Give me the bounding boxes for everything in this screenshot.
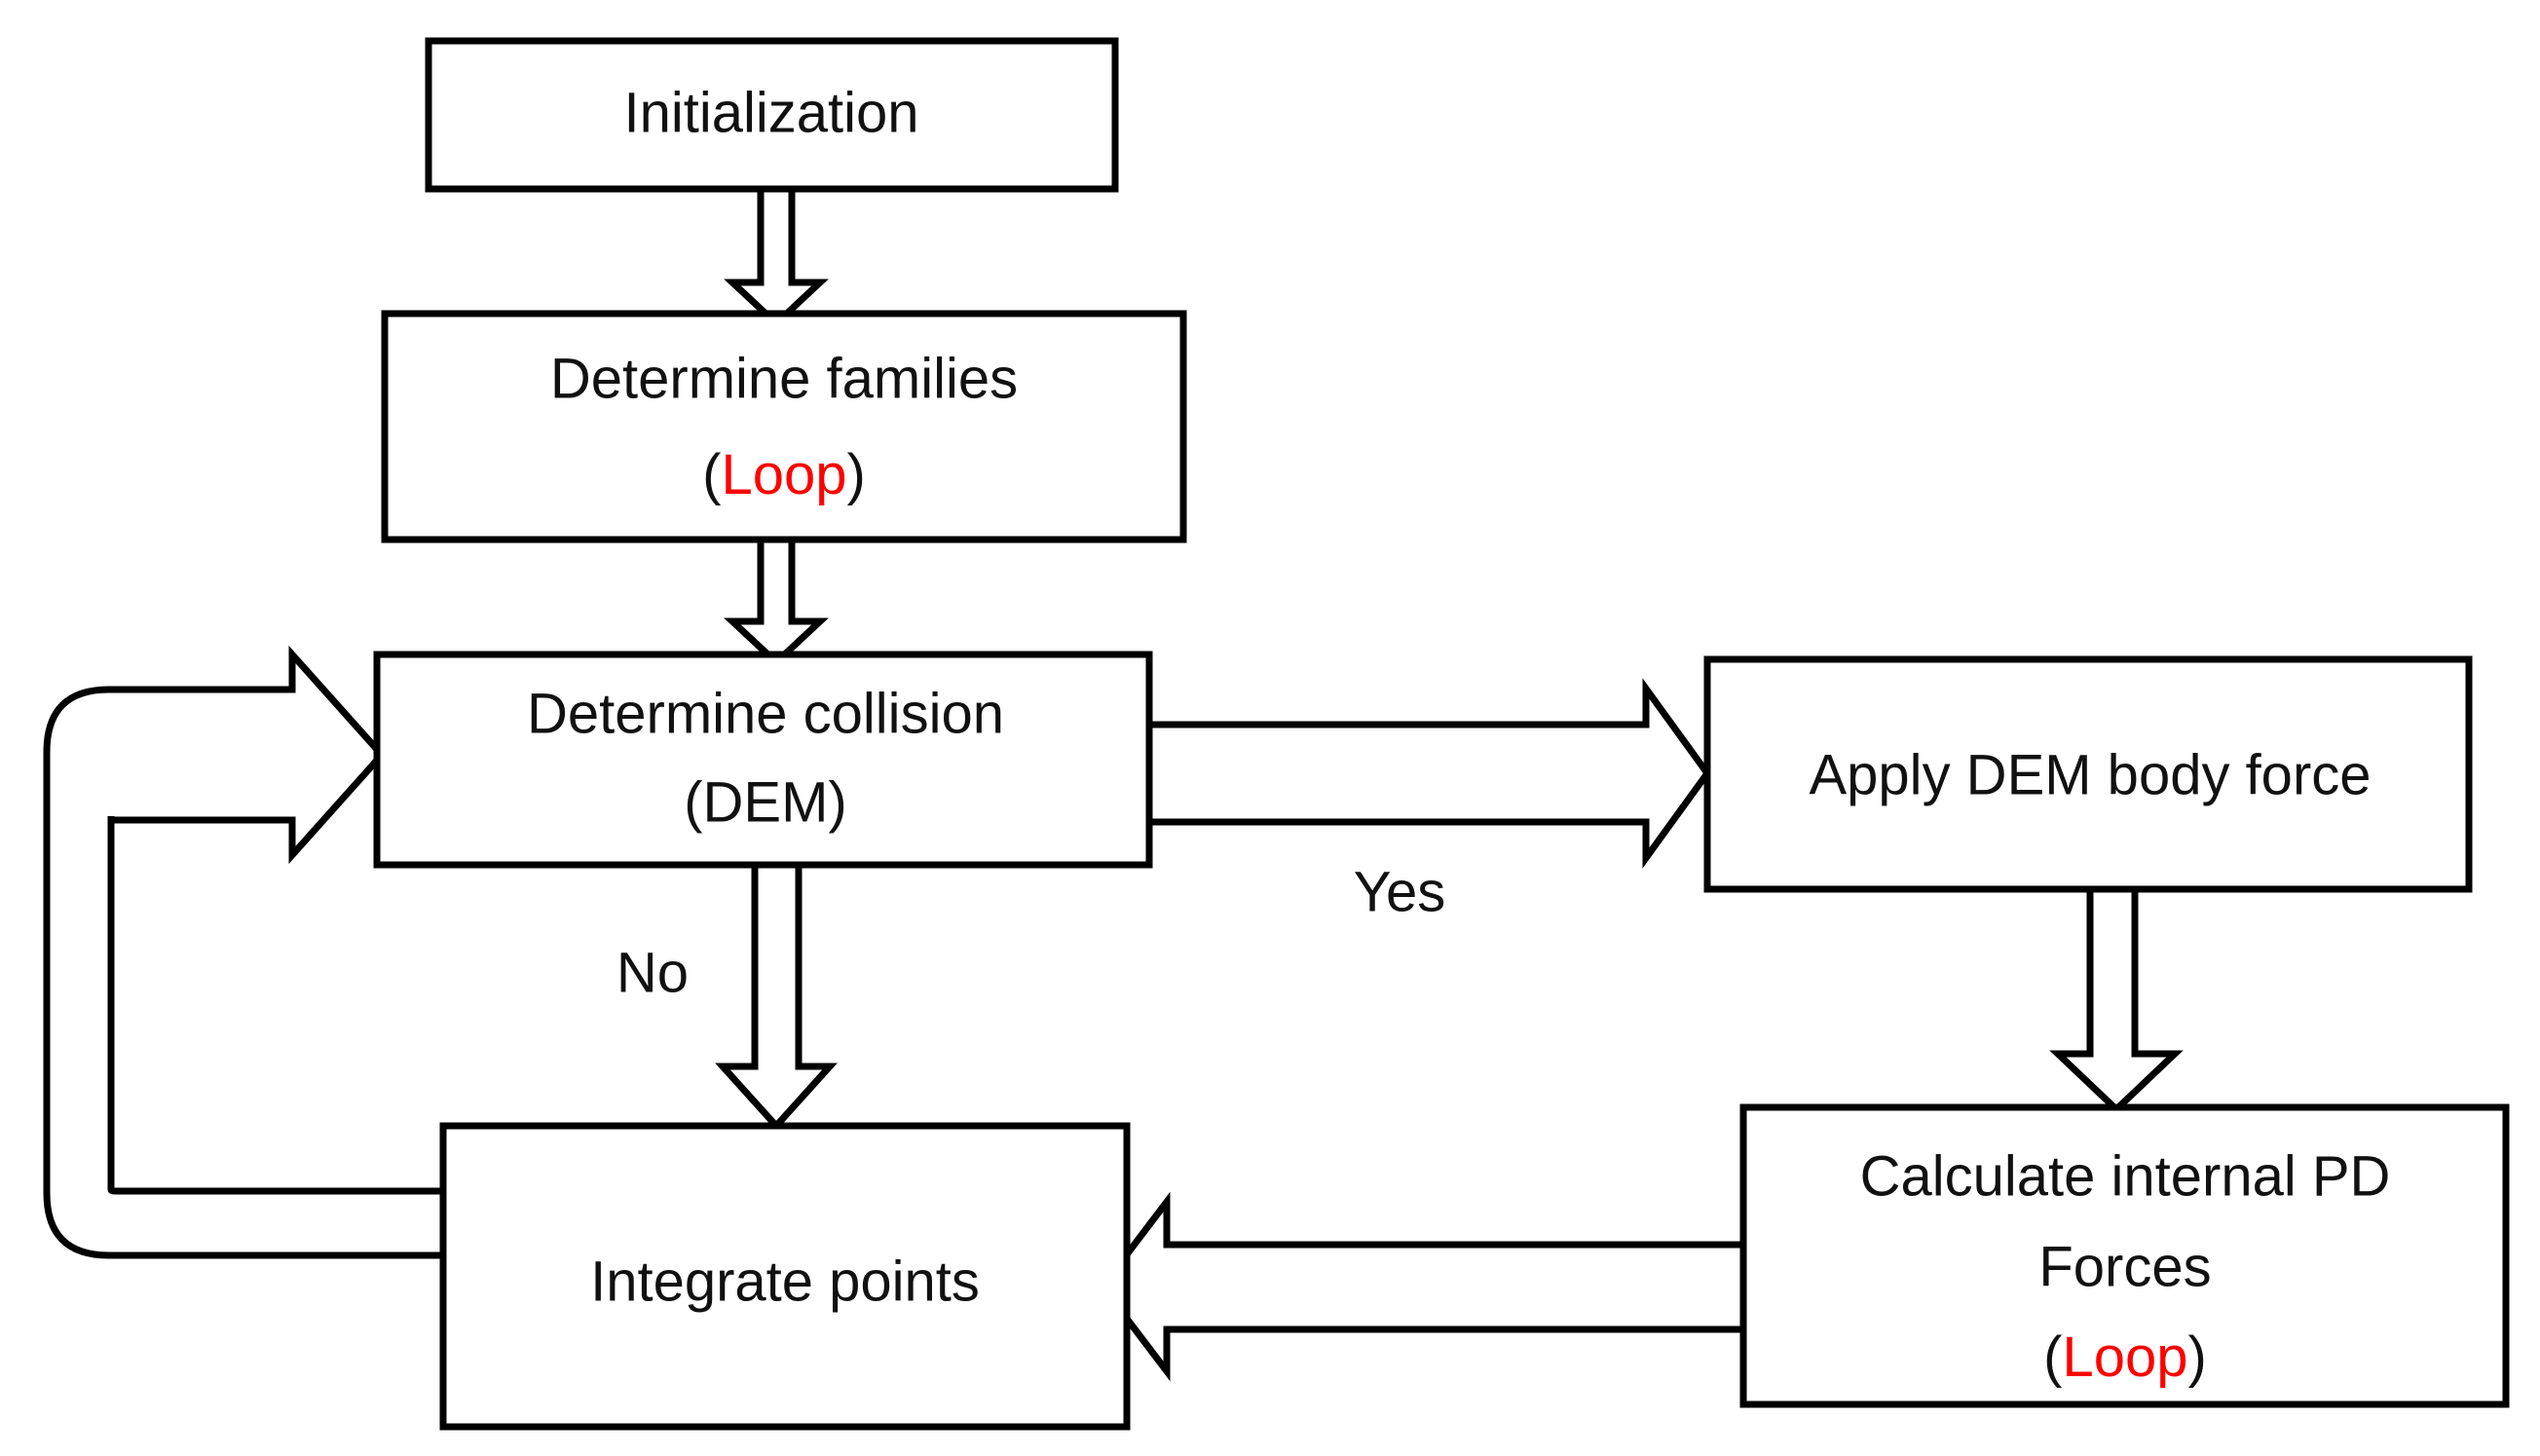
node-integrate-points[interactable]: Integrate points <box>439 1122 1131 1431</box>
loop-highlight-pd: Loop <box>2062 1325 2187 1389</box>
node-initialization-box[interactable] <box>425 37 1119 193</box>
paren-close-families: ) <box>847 443 866 506</box>
edge-init-to-families <box>724 181 829 328</box>
edge-pd-forces-to-integrate <box>1098 1191 1747 1382</box>
node-initialization[interactable]: Initialization <box>425 37 1119 193</box>
node-determine-collision[interactable]: Determine collision (DEM) <box>373 651 1153 869</box>
edge-label-no: No <box>616 941 689 1004</box>
node-calculate-internal-pd-forces-label-line2: Forces <box>2038 1235 2211 1298</box>
node-determine-families-label-line2: (Loop) <box>702 443 866 506</box>
node-integrate-points-box[interactable] <box>439 1122 1131 1431</box>
node-apply-dem-body-force-label: Apply DEM body force <box>1809 743 2371 806</box>
node-determine-collision-box[interactable] <box>373 651 1153 869</box>
edge-integrate-to-collision-feedback <box>43 645 447 1259</box>
node-determine-collision-label-line1: Determine collision <box>527 682 1004 745</box>
node-integrate-points-label: Integrate points <box>590 1250 980 1313</box>
paren-close-pd: ) <box>2188 1325 2207 1389</box>
node-apply-dem-body-force[interactable]: Apply DEM body force <box>1703 655 2473 893</box>
node-determine-collision-label-line2: (DEM) <box>684 770 847 834</box>
loop-highlight-families: Loop <box>721 443 846 506</box>
node-calculate-internal-pd-forces-label-line1: Calculate internal PD <box>1860 1144 2391 1208</box>
node-determine-families-box[interactable] <box>381 310 1187 543</box>
paren-open-families: ( <box>702 443 721 506</box>
node-initialization-label: Initialization <box>623 81 918 144</box>
node-determine-families-label-line1: Determine families <box>550 347 1018 410</box>
node-calculate-internal-pd-forces-label-line3: (Loop) <box>2043 1325 2207 1389</box>
paren-open-pd: ( <box>2043 1325 2062 1389</box>
edge-label-yes: Yes <box>1354 860 1446 923</box>
node-apply-dem-body-force-box[interactable] <box>1703 655 2473 893</box>
edge-collision-to-integrate <box>715 859 838 1132</box>
node-determine-families[interactable]: Determine families (Loop) <box>381 310 1187 543</box>
edge-dem-force-to-pd-forces <box>2049 885 2184 1114</box>
edge-collision-to-dem-force <box>1145 678 1712 869</box>
edge-families-to-collision <box>724 534 829 667</box>
node-calculate-internal-pd-forces-box[interactable] <box>1739 1103 2510 1408</box>
node-calculate-internal-pd-forces[interactable]: Calculate internal PD Forces (Loop) <box>1739 1103 2510 1408</box>
